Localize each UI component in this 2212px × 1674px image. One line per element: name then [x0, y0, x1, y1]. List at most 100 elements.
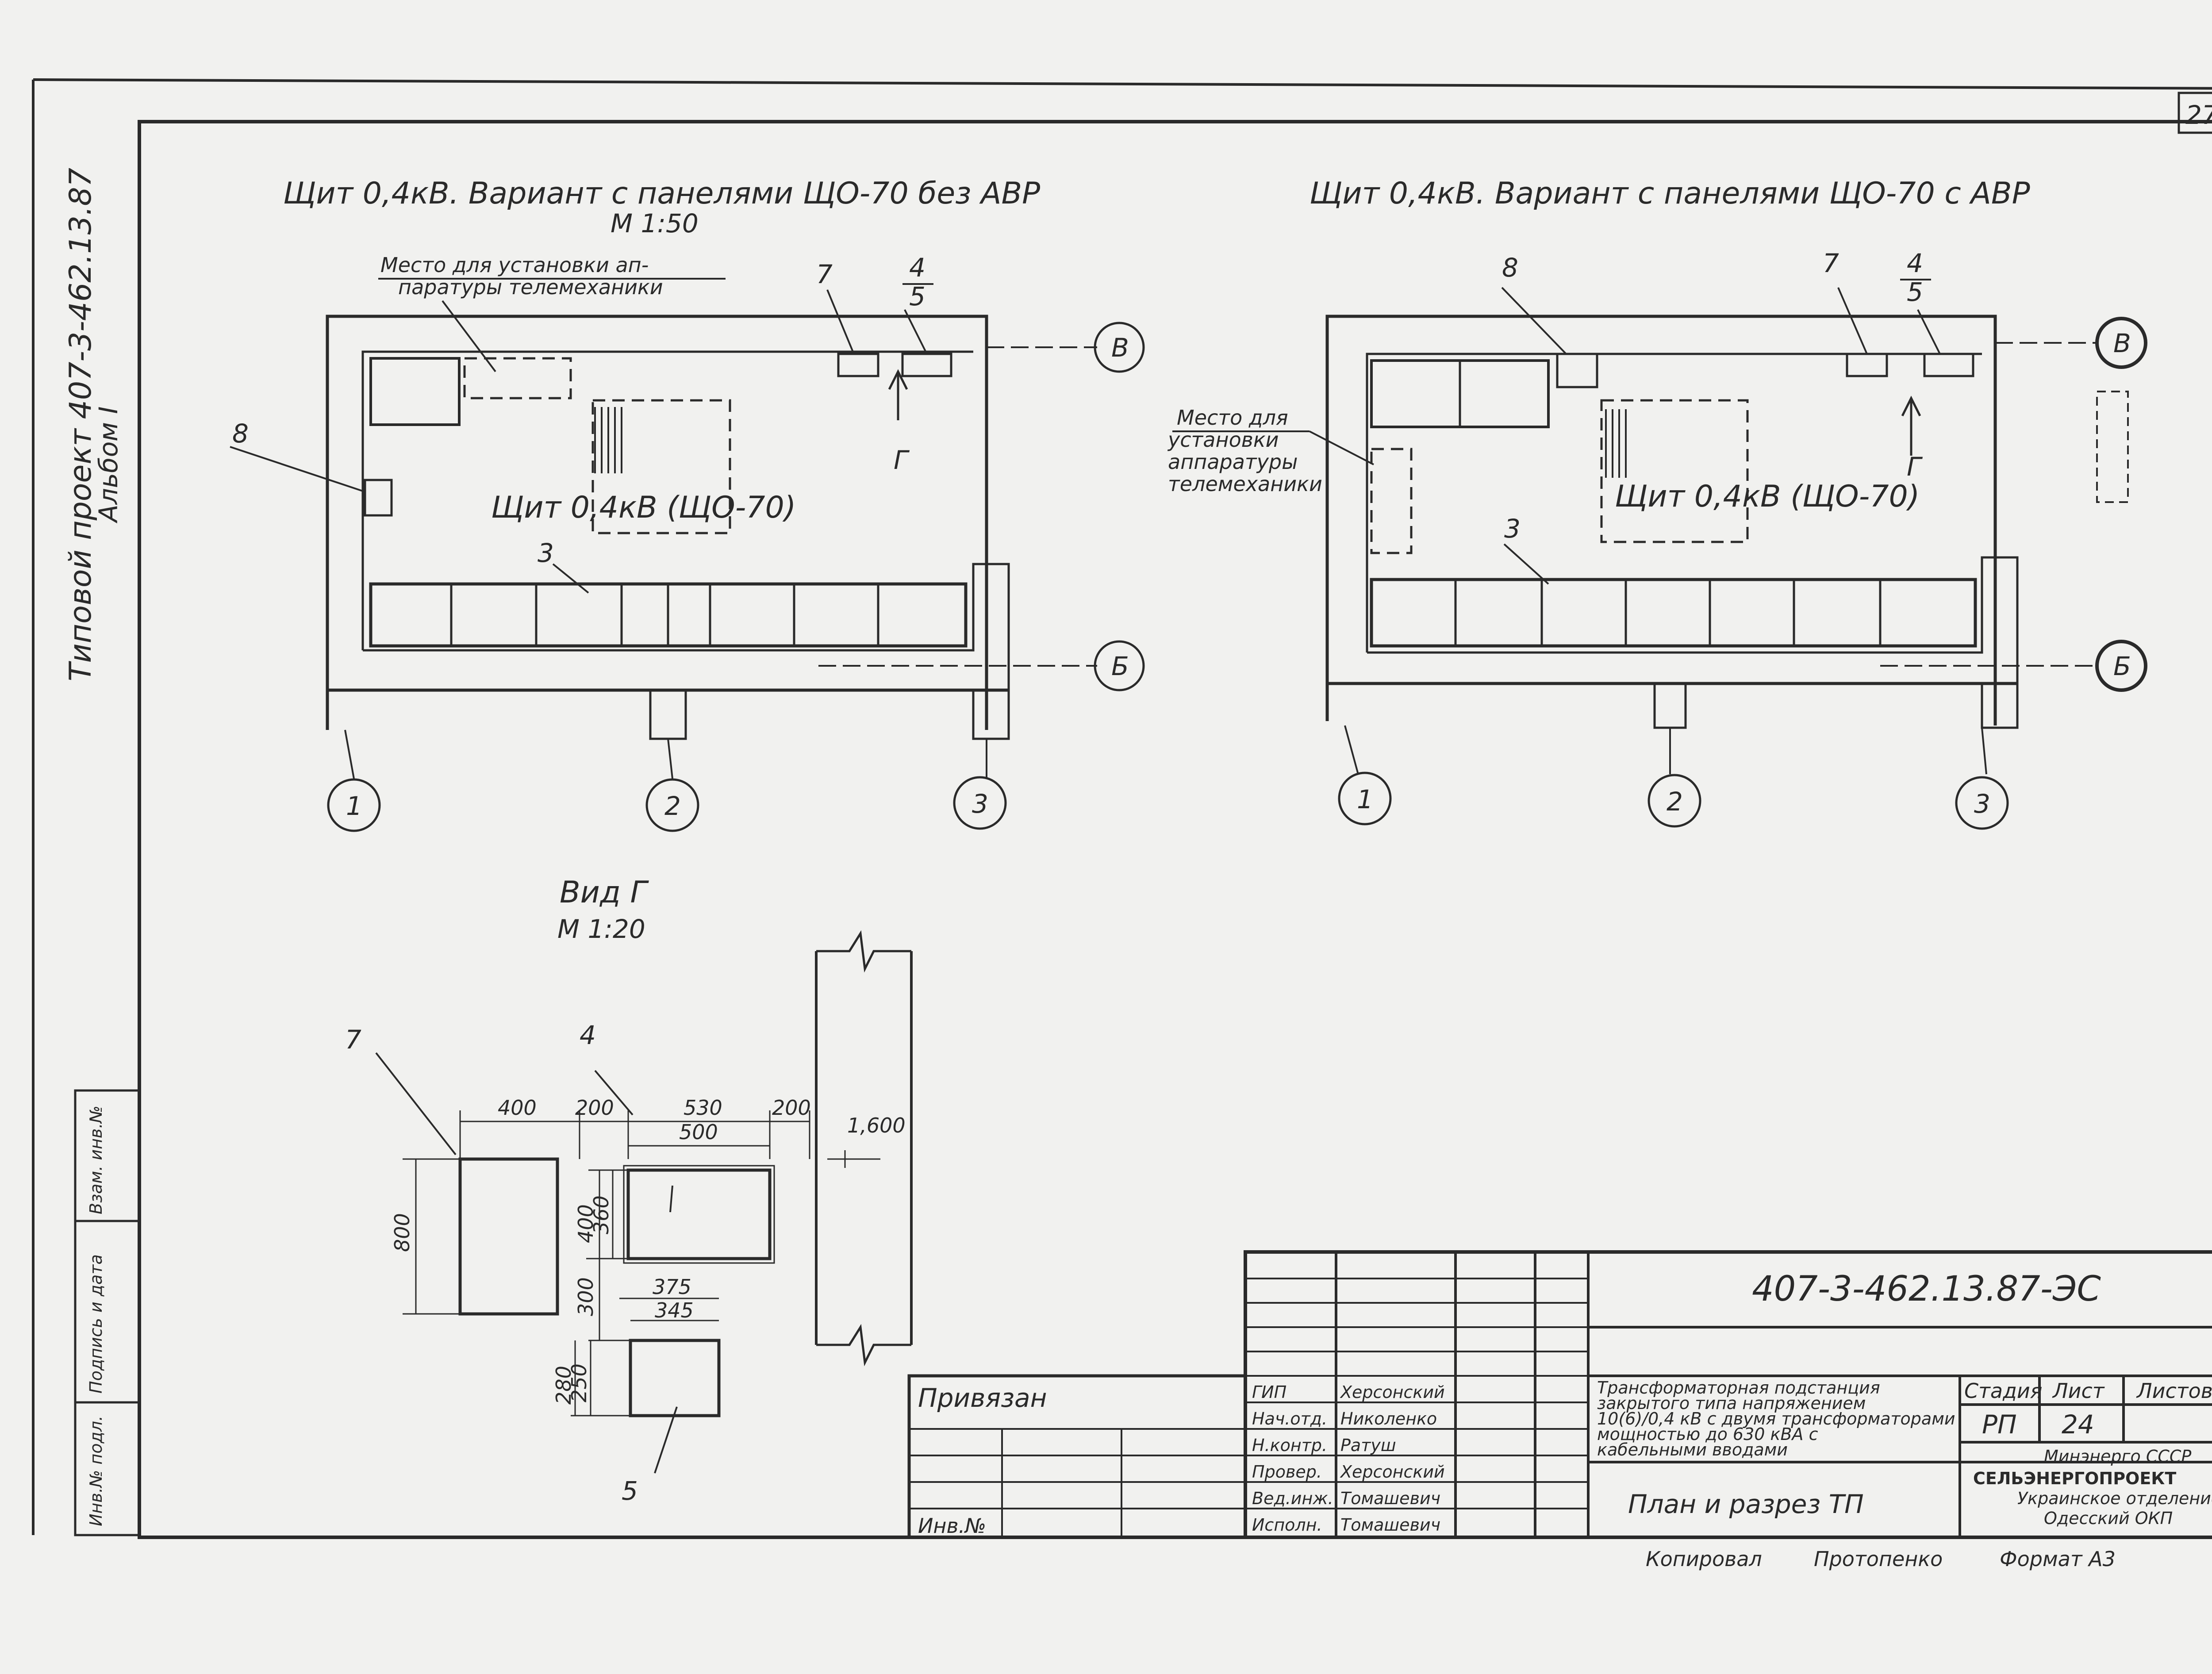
privyazan-label: Привязан — [918, 1383, 1047, 1413]
page-number-box — [2177, 92, 2212, 134]
right-plan-pos-3: 3 — [1504, 514, 1521, 544]
left-plan-item-4-box — [901, 353, 952, 377]
org-line-3: Одесский ОКП — [2044, 1509, 2173, 1528]
left-plan-axis-3-bubble — [953, 776, 1007, 830]
left-plan-pos-3: 3 — [538, 538, 554, 568]
view-g-dim-300: 300 — [574, 1277, 598, 1316]
view-g-title: Вид Г — [560, 875, 649, 910]
role-0: ГИП — [1252, 1382, 1286, 1402]
right-plan-title: Щит 0,4кВ. Вариант с панелями ЩО-70 с АВ… — [1310, 176, 2030, 211]
right-plan-stair-hatch — [1605, 409, 1627, 478]
org-line-0: Минэнерго СССР — [2044, 1447, 2191, 1466]
right-plan-axis-3: 3 — [1974, 789, 1990, 819]
view-g-dim-280: 280 — [552, 1366, 576, 1405]
view-g-item-7 — [458, 1157, 559, 1316]
right-plan-pos-4: 4 — [1907, 248, 1923, 278]
left-plan-wall-inner — [361, 350, 973, 650]
name-2: Ратуш — [1340, 1436, 1396, 1455]
right-plan-axis-2-bubble — [1647, 774, 1701, 828]
view-g-dim-1600: 1,600 — [847, 1113, 906, 1137]
left-plan-scale: М 1:50 — [611, 208, 699, 238]
view-g-dim-345: 345 — [655, 1298, 694, 1322]
side-stamp-box — [74, 1089, 141, 1536]
org-line-2: Украинское отделение — [2017, 1489, 2212, 1508]
right-plan-view-arrow: Г — [1907, 452, 1923, 482]
view-g-dim-400v: 400 — [574, 1204, 598, 1243]
left-plan-stair-hatch — [594, 407, 622, 473]
right-plan-item-4-box — [1923, 353, 1974, 377]
view-g-dim-800: 800 — [390, 1213, 414, 1252]
sheet-outer-top — [33, 78, 2212, 90]
view-g-dim-200b: 200 — [772, 1096, 811, 1120]
name-3: Херсонский — [1340, 1462, 1445, 1482]
copied-label: Копировал — [1646, 1547, 1762, 1571]
name-0: Херсонский — [1340, 1382, 1445, 1402]
sheet-header: Лист — [2052, 1379, 2105, 1403]
right-plan-axis-v-bubble — [2095, 317, 2147, 369]
view-g-dim-500: 500 — [679, 1120, 718, 1144]
left-plan-note-line1: Место для установки ап- — [380, 253, 649, 277]
left-plan: Щит 0,4кВ. Вариант с панелями ЩО-70 без … — [230, 176, 1145, 832]
right-plan-wall-outer — [1325, 315, 1997, 726]
right-plan-telemechanics-place — [1370, 448, 1413, 554]
left-plan-axis-b-bubble — [1094, 640, 1145, 691]
stage-header: Стадия — [1964, 1379, 2042, 1403]
left-plan-axis-v: В — [1111, 333, 1129, 363]
view-g-dim-400: 400 — [498, 1096, 537, 1120]
sheet-name: План и разрез ТП — [1628, 1489, 1864, 1519]
project-desc-0: Трансформаторная подстанция — [1597, 1378, 1880, 1398]
right-plan-panel-row — [1370, 578, 1977, 648]
view-g-item-5 — [629, 1339, 721, 1417]
view-g-item-4 — [626, 1168, 772, 1260]
right-plan-pilaster-3 — [1981, 682, 2019, 729]
right-plan-pos-5: 5 — [1907, 277, 1923, 307]
left-plan-title: Щит 0,4кВ. Вариант с панелями ЩО-70 без … — [283, 176, 1040, 211]
left-plan-item-7-box — [837, 353, 879, 377]
sheets-header: Листов — [2136, 1379, 2212, 1403]
left-plan-view-arrow: Г — [894, 445, 910, 475]
right-plan-axis-b-bubble — [2095, 640, 2147, 692]
left-plan-panel-dividers — [450, 584, 879, 646]
left-plan-board-outline — [591, 399, 731, 534]
right-plan-note-line3: аппаратуры — [1168, 450, 1298, 474]
left-plan-telemechanics-place — [463, 357, 572, 399]
name-4: Томашевич — [1340, 1489, 1440, 1508]
right-plan-board-outline — [1600, 399, 1749, 543]
left-plan-pos-4: 4 — [909, 253, 926, 283]
right-plan-pilaster-2 — [1653, 682, 1687, 729]
view-g-dim-200a: 200 — [575, 1096, 614, 1120]
left-plan-axis-2-bubble — [645, 778, 699, 832]
right-plan-axis-2: 2 — [1667, 787, 1683, 817]
view-g-pos-4: 4 — [580, 1020, 596, 1050]
page-number: 27 — [2185, 100, 2212, 130]
role-5: Исполн. — [1252, 1515, 1322, 1535]
right-plan-pos-7: 7 — [1823, 248, 1839, 278]
right-plan-axis-3-bubble — [1955, 776, 2009, 830]
view-g-dim-530: 530 — [684, 1096, 722, 1120]
name-1: Николенко — [1340, 1409, 1437, 1428]
right-plan-note-line4: телемеханики — [1168, 472, 1322, 496]
doc-code: 407-3-462.13.87-ЭС — [1752, 1269, 2101, 1309]
view-g-dim-375: 375 — [653, 1275, 691, 1299]
left-plan-axis-1-bubble — [327, 778, 381, 832]
right-plan-pos-8: 8 — [1502, 253, 1518, 283]
side-stamp-replace: Взам. инв.№ — [86, 1106, 106, 1214]
copied-name: Протопенко — [1814, 1547, 1943, 1571]
role-4: Вед.инж. — [1252, 1489, 1333, 1508]
left-plan-axis-2: 2 — [664, 791, 681, 821]
inv-label: Инв.№ — [918, 1514, 986, 1538]
right-plan-axis-1-bubble — [1338, 772, 1392, 825]
right-plan-axis-b: Б — [2113, 651, 2131, 681]
right-plan-axis-v: В — [2113, 328, 2131, 358]
left-plan-pos-8: 8 — [232, 418, 249, 449]
left-plan-axis-1: 1 — [346, 791, 362, 821]
view-g-scale: М 1:20 — [557, 914, 645, 944]
right-plan-item-8-box — [1556, 353, 1598, 388]
left-plan-board-label: Щит 0,4кВ (ЩО-70) — [491, 490, 796, 525]
view-g-pos-5: 5 — [622, 1476, 638, 1506]
view-g: Вид Г М 1:20 — [345, 875, 913, 1506]
view-g-dim-360: 360 — [589, 1195, 613, 1234]
name-5: Томашевич — [1340, 1515, 1440, 1535]
right-plan-note-line1: Место для — [1177, 406, 1288, 430]
